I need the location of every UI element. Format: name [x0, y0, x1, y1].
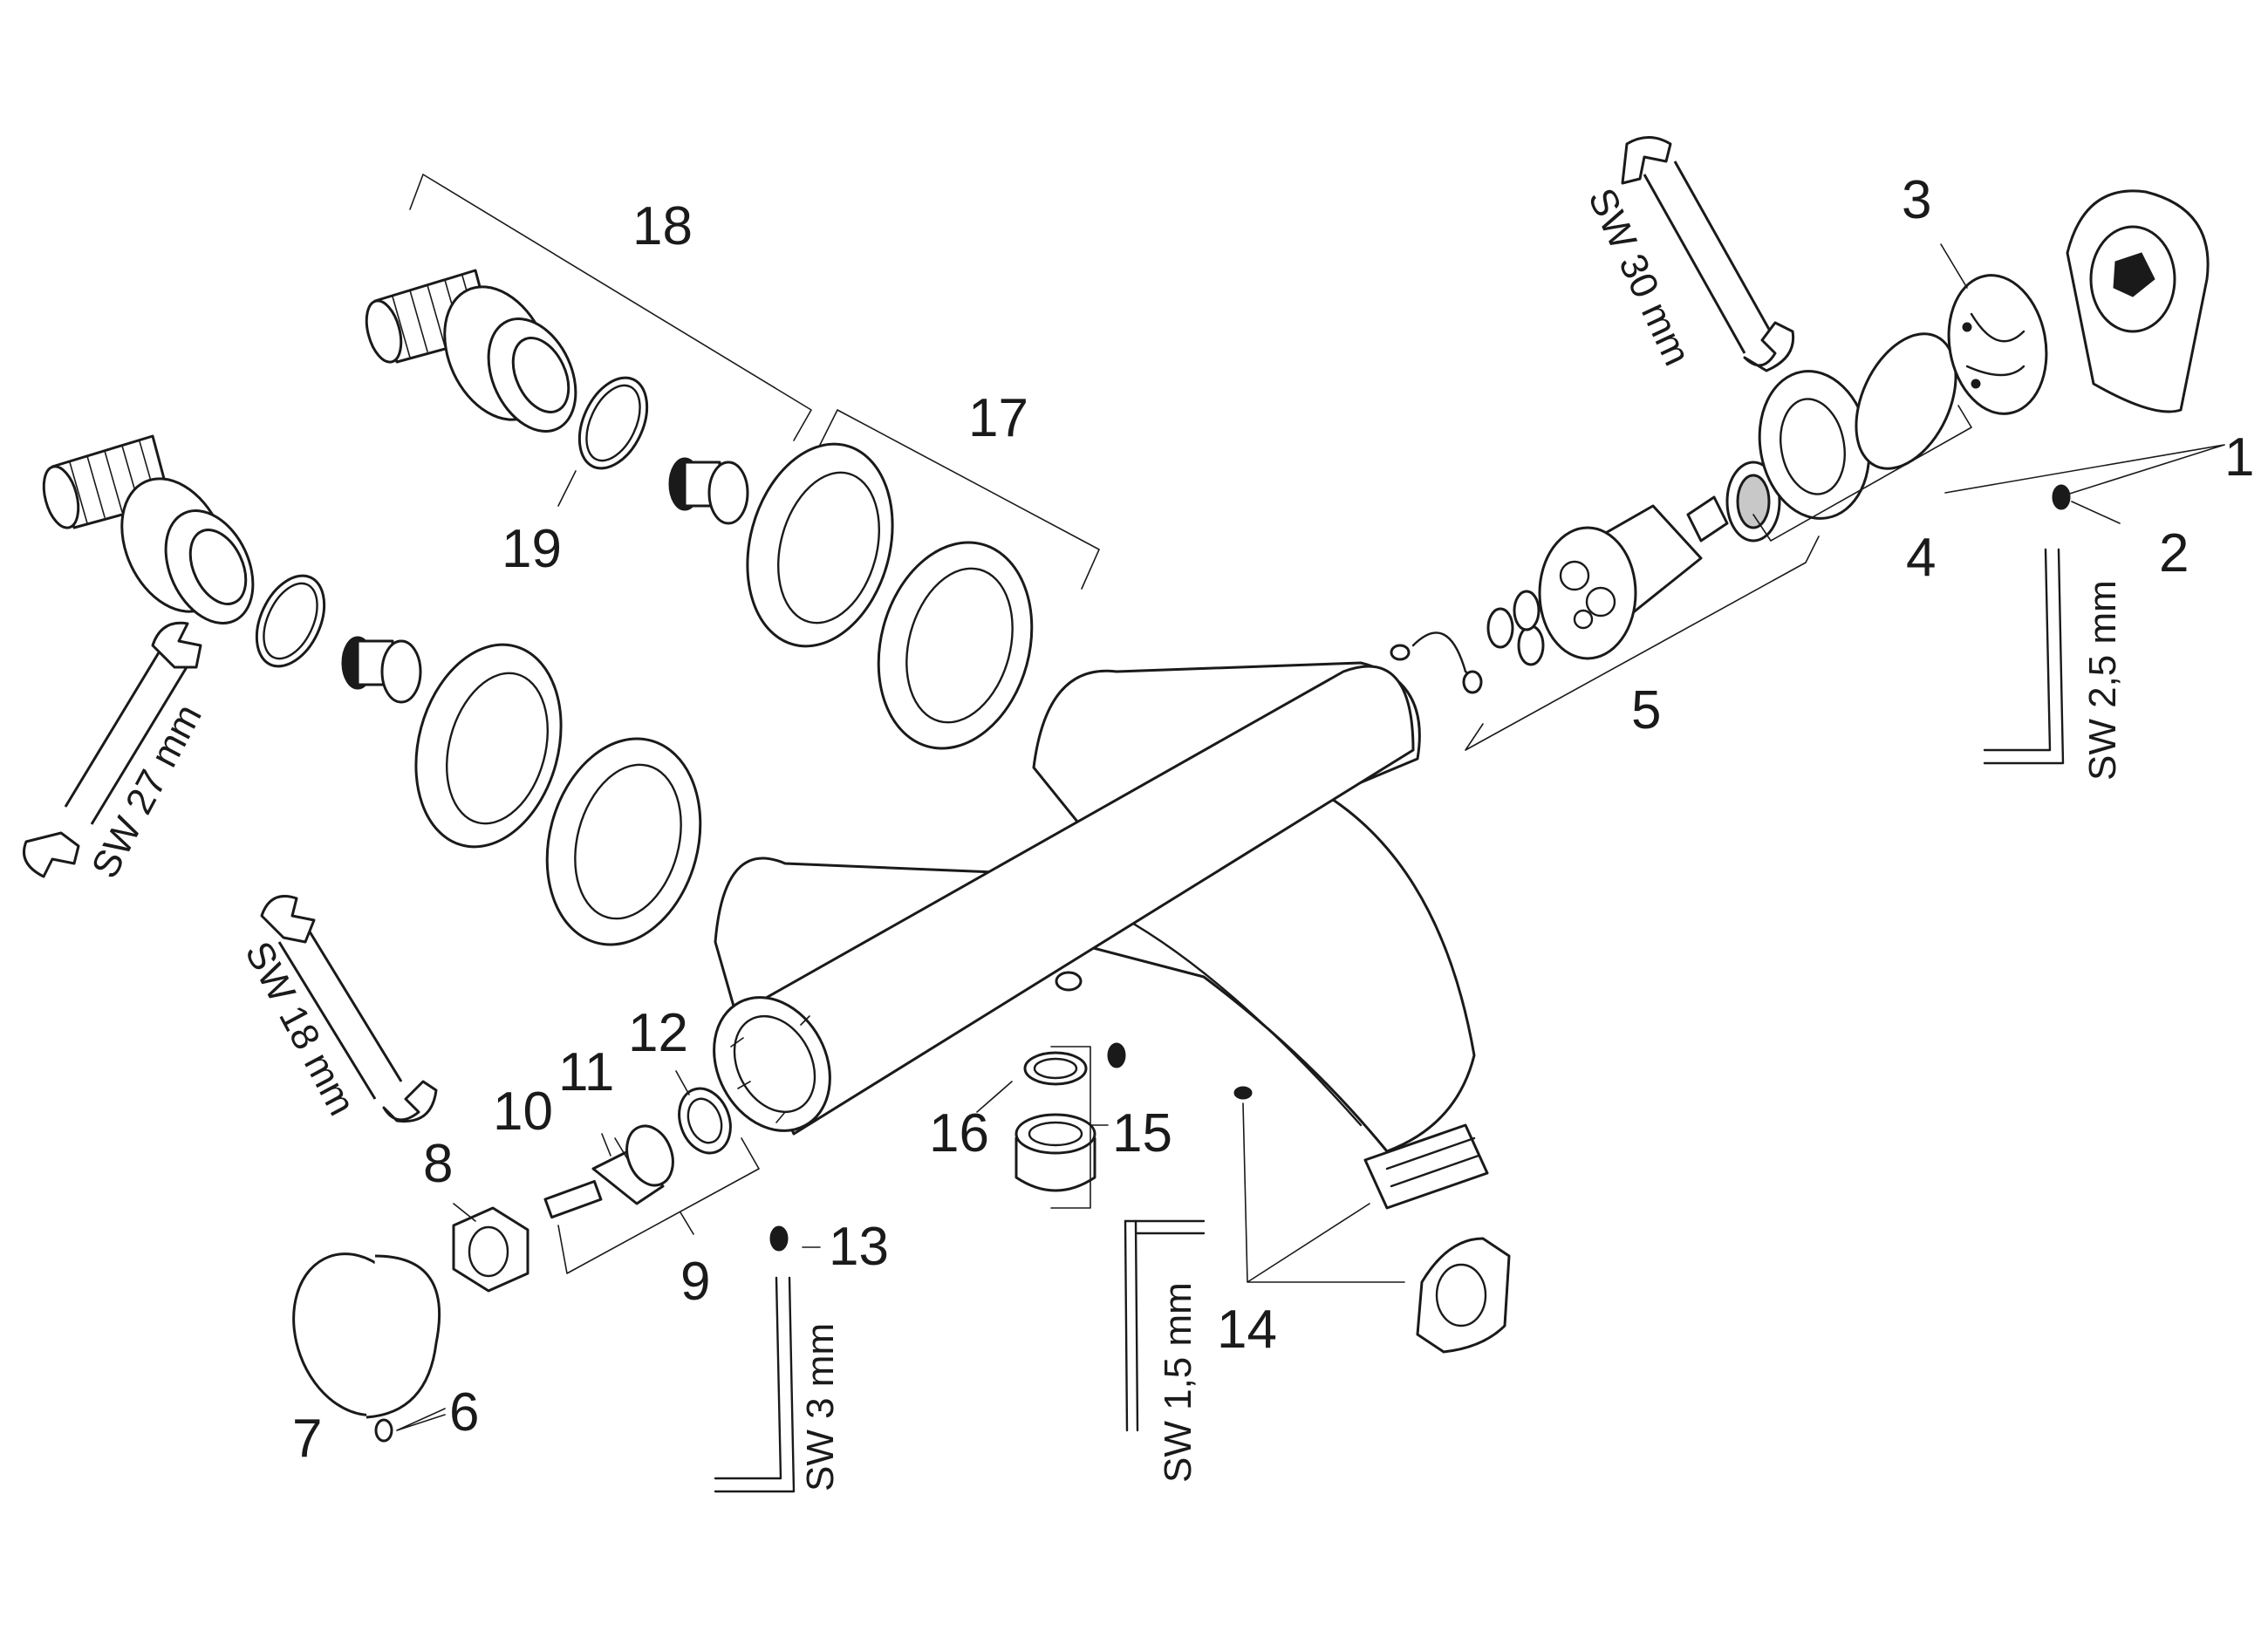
mounting-plate	[1416, 1237, 1511, 1354]
grub-screw-2	[2052, 484, 2071, 510]
callout-18: 18	[632, 196, 693, 256]
callout-12: 12	[628, 1003, 688, 1063]
leader-lines	[396, 174, 2225, 1431]
callout-10: 10	[493, 1082, 553, 1142]
callout-2: 2	[2159, 523, 2189, 583]
check-valve	[341, 457, 749, 704]
allen-key-icon	[1983, 548, 2065, 765]
callout-labels: 1 2 3 4 5 6 7 8 9 10 11 12 13 14 15 16 1…	[292, 170, 2254, 1469]
callout-8: 8	[423, 1134, 453, 1194]
callout-3: 3	[1902, 170, 1931, 230]
tool-label-sw25: SW 2,5 mm	[2081, 580, 2124, 781]
diverter-spindle	[543, 1087, 732, 1219]
wrench-icon	[260, 895, 438, 1123]
knob-6	[292, 1252, 441, 1419]
tool-label-sw18: SW 18 mm	[236, 935, 363, 1123]
callout-14: 14	[1217, 1300, 1277, 1360]
callout-6: 6	[449, 1382, 479, 1443]
nut-8	[452, 1206, 529, 1293]
callout-5: 5	[1631, 680, 1661, 740]
callout-9: 9	[680, 1252, 710, 1312]
screw-14	[1233, 1086, 1253, 1100]
tool-label-sw30: SW 30 mm	[1580, 182, 1698, 372]
tool-label-sw27: SW 27 mm	[84, 698, 210, 885]
allen-key-icon	[714, 1276, 796, 1493]
o-ring-19	[255, 376, 649, 668]
handle-1	[2066, 189, 2210, 413]
union-fitting-lower	[42, 434, 255, 624]
tool-label-sw15: SW 1,5 mm	[1157, 1282, 1199, 1483]
callout-13: 13	[829, 1217, 889, 1277]
screw-7	[374, 1418, 393, 1443]
callout-4: 4	[1906, 528, 1936, 588]
spout-insert	[1363, 1123, 1489, 1210]
callout-15: 15	[1112, 1103, 1172, 1164]
handle-3	[1947, 274, 2048, 415]
wall-flange	[414, 442, 1034, 946]
callout-11: 11	[558, 1042, 614, 1102]
callout-19: 19	[502, 519, 562, 579]
allen-key-icon	[1124, 1219, 1206, 1432]
union-fitting-upper	[365, 269, 577, 433]
mixer-body	[713, 661, 1476, 1153]
cartridge-5	[1538, 461, 1781, 660]
callout-17: 17	[968, 388, 1028, 448]
wrench-icon	[1621, 136, 1795, 372]
callout-16: 16	[929, 1103, 989, 1164]
wrench-icon	[23, 621, 202, 878]
nut-4	[1758, 332, 1957, 520]
tool-label-sw3: SW 3 mm	[799, 1323, 842, 1491]
clip-seals	[1390, 590, 1545, 694]
aerator-15	[1014, 1042, 1126, 1192]
grub-screw-13	[769, 1225, 789, 1252]
callout-1: 1	[2224, 427, 2254, 488]
callout-7: 7	[292, 1409, 322, 1469]
